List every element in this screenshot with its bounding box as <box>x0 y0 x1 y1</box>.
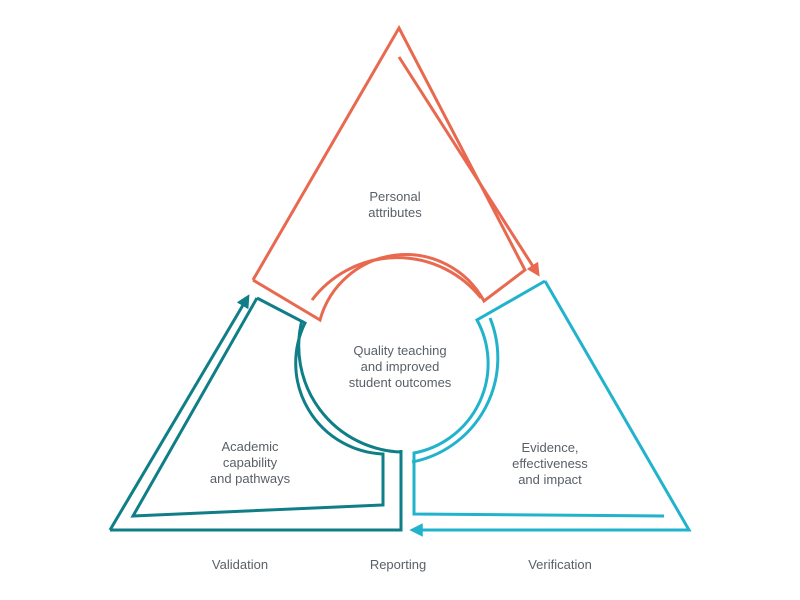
evidence-effectiveness-line-3: and impact <box>518 472 582 487</box>
teal-inner-arc <box>297 319 402 454</box>
teal-bottom-edge <box>110 450 403 532</box>
evidence-effectiveness-line-2: effectiveness <box>512 456 588 471</box>
validation-label: Validation <box>211 557 269 572</box>
reporting-label: Reporting <box>369 557 427 572</box>
teal-left-arrow <box>108 294 250 531</box>
personal-attributes-label: Personal attributes <box>330 189 460 221</box>
academic-capability-line-2: capability <box>222 455 278 470</box>
verification-label: Verification <box>528 557 592 572</box>
orange-outer-outline <box>251 24 527 323</box>
academic-capability-line-3: and pathways <box>209 471 291 486</box>
center-line-1: Quality teaching <box>353 343 447 358</box>
evidence-effectiveness-label: Evidence, effectiveness and impact <box>485 440 615 488</box>
personal-attributes-line-1: Personal <box>369 189 421 204</box>
evidence-effectiveness-line-1: Evidence, <box>521 440 579 455</box>
personal-attributes-segment <box>251 24 540 323</box>
center-line-3: student outcomes <box>348 375 452 390</box>
cyan-outer-outline <box>430 280 692 532</box>
cyan-inner-outline <box>412 279 665 518</box>
academic-capability-label: Academic capability and pathways <box>185 439 315 487</box>
orange-inner-arrow <box>397 56 540 277</box>
orange-inner-arc <box>310 256 483 301</box>
center-label: Quality teaching and improved student ou… <box>335 343 465 391</box>
academic-capability-line-1: Academic <box>221 439 279 454</box>
cyan-inner-arc <box>411 317 500 464</box>
academic-capability-segment <box>108 294 403 532</box>
evidence-effectiveness-segment <box>409 279 692 537</box>
personal-attributes-line-2: attributes <box>368 205 422 220</box>
center-line-2: and improved <box>360 359 440 374</box>
